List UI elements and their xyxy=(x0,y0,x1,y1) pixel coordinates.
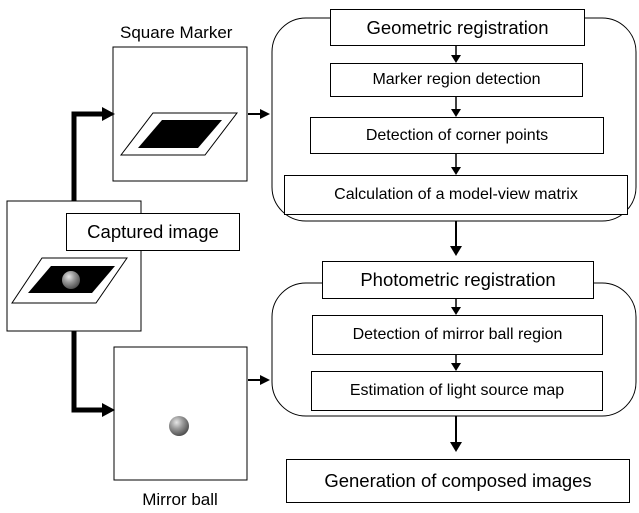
mirror-ball-caption: Mirror ball xyxy=(142,490,218,509)
arrowhead-square-marker xyxy=(102,107,115,121)
square-marker-caption: Square Marker xyxy=(120,23,233,42)
step-marker-region-detection: Marker region detection xyxy=(330,63,583,97)
photometric-registration-title: Photometric registration xyxy=(322,261,594,299)
arrow-to-square-marker xyxy=(71,111,104,201)
mirror-ball-sphere xyxy=(169,416,189,436)
generation-of-composed-images: Generation of composed images xyxy=(286,459,630,503)
step-calculation-model-view-matrix: Calculation of a model-view matrix xyxy=(284,175,628,215)
branch-arrows xyxy=(71,111,104,413)
square-marker-image xyxy=(112,46,248,182)
mirror-ball-image xyxy=(113,346,248,481)
captured-image-label: Captured image xyxy=(66,213,240,251)
geometric-registration-title: Geometric registration xyxy=(330,9,585,46)
captured-mirror-ball xyxy=(62,271,80,289)
arrow-to-mirror-ball xyxy=(71,331,104,413)
arrowhead-mirror-ball xyxy=(102,403,115,417)
step-estimation-light-source-map: Estimation of light source map xyxy=(311,371,603,411)
step-detection-mirror-ball-region: Detection of mirror ball region xyxy=(312,315,603,355)
step-detection-of-corner-points: Detection of corner points xyxy=(310,117,604,154)
